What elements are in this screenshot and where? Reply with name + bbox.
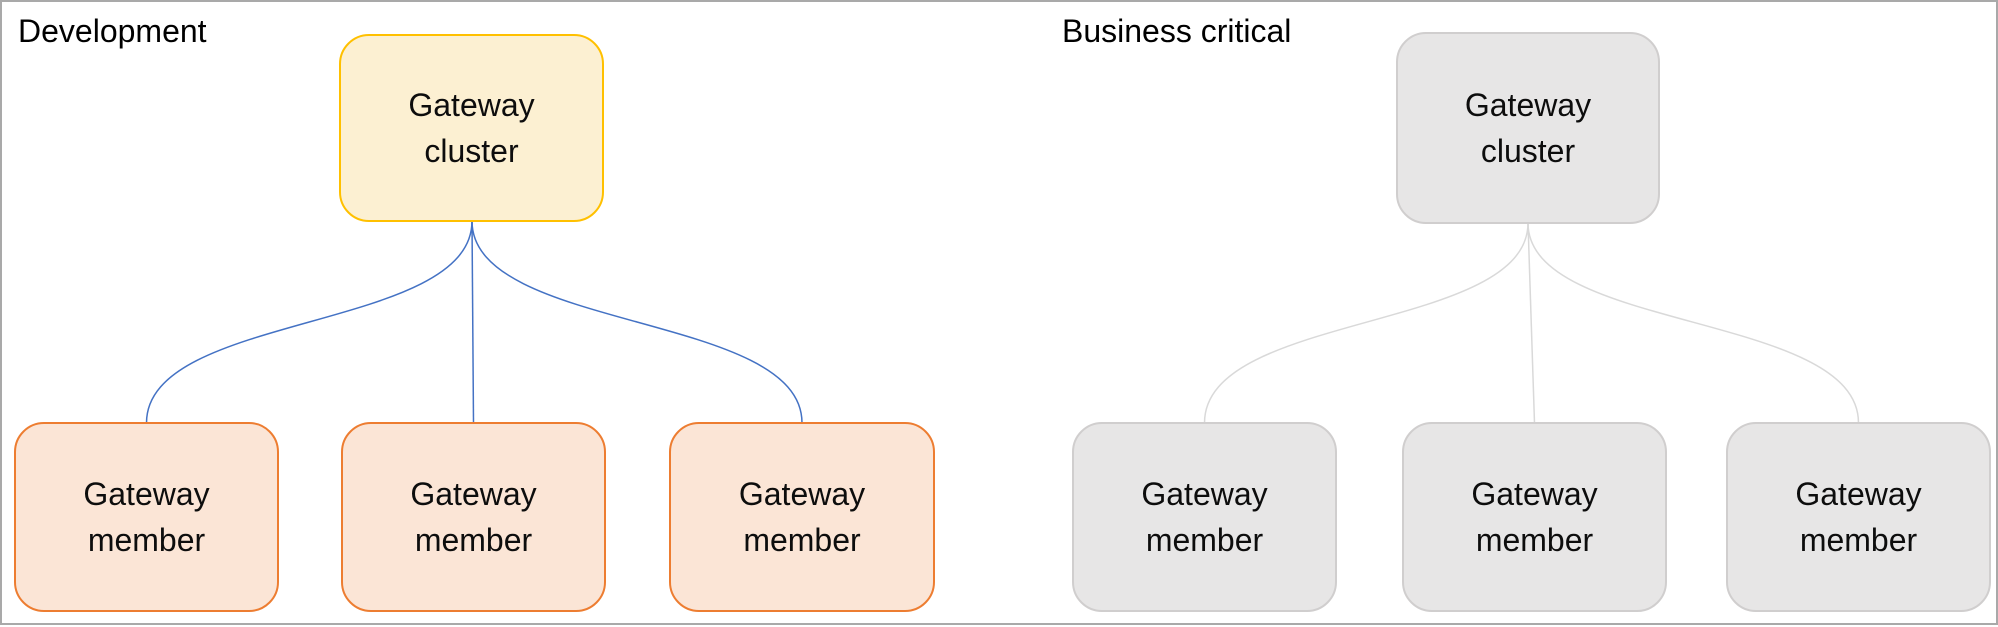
biz-gateway-member-node-2: Gateway member (1402, 422, 1667, 612)
dev-gateway-member-label-1: Gateway member (83, 475, 210, 558)
biz-connector-left (1203, 222, 1529, 424)
dev-gateway-cluster-node: Gateway cluster (339, 34, 604, 222)
dev-gateway-member-node-3: Gateway member (669, 422, 935, 612)
dev-gateway-member-label-2: Gateway member (410, 475, 537, 558)
biz-gateway-member-label-1: Gateway member (1141, 475, 1268, 558)
dev-gateway-member-node-1: Gateway member (14, 422, 279, 612)
dev-connector-left (145, 220, 473, 424)
biz-gateway-cluster-label: Gateway cluster (1464, 86, 1592, 169)
biz-gateway-member-label-2: Gateway member (1471, 475, 1598, 558)
biz-gateway-cluster-node: Gateway cluster (1396, 32, 1660, 224)
biz-connector-middle (1527, 222, 1536, 424)
dev-gateway-member-node-2: Gateway member (341, 422, 606, 612)
biz-gateway-member-label-3: Gateway member (1795, 475, 1922, 558)
dev-gateway-cluster-label: Gateway cluster (408, 86, 535, 169)
section-title-development: Development (18, 13, 207, 49)
dev-connector-middle (471, 220, 475, 424)
dev-connector-right (471, 220, 803, 424)
dev-gateway-member-label-3: Gateway member (738, 475, 866, 558)
biz-connector-right (1527, 222, 1860, 424)
biz-gateway-member-node-1: Gateway member (1072, 422, 1337, 612)
section-title-business-critical: Business critical (1062, 13, 1292, 49)
biz-gateway-member-node-3: Gateway member (1726, 422, 1991, 612)
